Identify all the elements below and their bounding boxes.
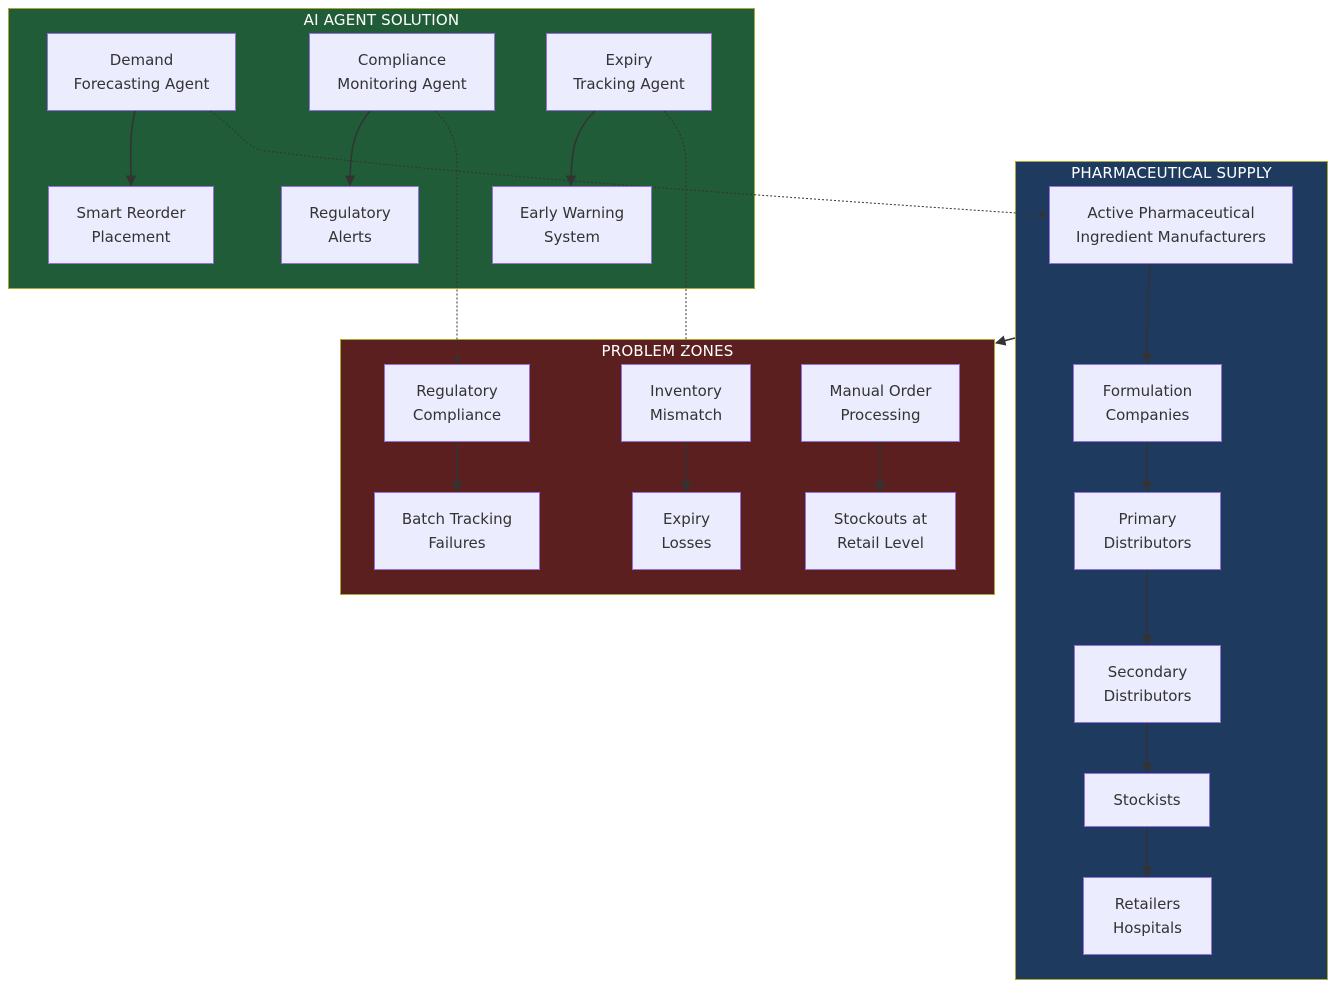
node-expiry-tracking-agent[interactable]: Expiry Tracking Agent (546, 33, 712, 111)
node-label: Compliance Monitoring Agent (337, 51, 467, 93)
node-compliance-monitoring-agent[interactable]: Compliance Monitoring Agent (309, 33, 495, 111)
node-label: Secondary Distributors (1103, 663, 1192, 705)
node-formulation-companies[interactable]: Formulation Companies (1073, 364, 1222, 442)
node-manual-order-processing[interactable]: Manual Order Processing (801, 364, 960, 442)
node-label: Retailers Hospitals (1112, 895, 1183, 937)
node-stockists[interactable]: Stockists (1084, 773, 1210, 827)
cluster-title-pharma: PHARMACEUTICAL SUPPLY (1071, 164, 1272, 182)
edge-pharma-to-problem (994, 335, 1016, 346)
node-regulatory-compliance[interactable]: Regulatory Compliance (384, 364, 530, 442)
node-primary-distributors[interactable]: Primary Distributors (1074, 492, 1221, 570)
node-label: Active Pharmaceutical Ingredient Manufac… (1076, 204, 1266, 246)
node-label: Formulation Companies (1102, 382, 1193, 424)
node-label: Demand Forecasting Agent (73, 51, 210, 93)
node-expiry-losses[interactable]: Expiry Losses (632, 492, 741, 570)
cluster-pharmaceutical-supply: PHARMACEUTICAL SUPPLY (1015, 161, 1328, 980)
node-label: Smart Reorder Placement (76, 204, 186, 246)
node-early-warning-system[interactable]: Early Warning System (492, 186, 652, 264)
cluster-title-problem: PROBLEM ZONES (601, 342, 734, 360)
node-label: Batch Tracking Failures (401, 510, 513, 552)
node-label: Primary Distributors (1103, 510, 1192, 552)
node-label: Stockouts at Retail Level (833, 510, 928, 552)
node-demand-forecasting-agent[interactable]: Demand Forecasting Agent (47, 33, 236, 111)
node-stockouts-retail[interactable]: Stockouts at Retail Level (805, 492, 956, 570)
node-regulatory-alerts[interactable]: Regulatory Alerts (281, 186, 419, 264)
node-label: Expiry Losses (661, 510, 712, 552)
node-label: Regulatory Alerts (309, 204, 391, 246)
node-secondary-distributors[interactable]: Secondary Distributors (1074, 645, 1221, 723)
node-label: Expiry Tracking Agent (573, 51, 685, 93)
node-retailers-hospitals[interactable]: Retailers Hospitals (1083, 877, 1212, 955)
node-api-manufacturers[interactable]: Active Pharmaceutical Ingredient Manufac… (1049, 186, 1293, 264)
node-inventory-mismatch[interactable]: Inventory Mismatch (621, 364, 751, 442)
node-label: Manual Order Processing (829, 382, 932, 424)
cluster-title-ai: AI AGENT SOLUTION (303, 11, 460, 29)
node-batch-tracking-failures[interactable]: Batch Tracking Failures (374, 492, 540, 570)
node-smart-reorder-placement[interactable]: Smart Reorder Placement (48, 186, 214, 264)
node-label: Early Warning System (519, 204, 625, 246)
node-label: Inventory Mismatch (649, 382, 723, 424)
node-label: Stockists (1113, 791, 1181, 809)
node-label: Regulatory Compliance (412, 382, 502, 424)
